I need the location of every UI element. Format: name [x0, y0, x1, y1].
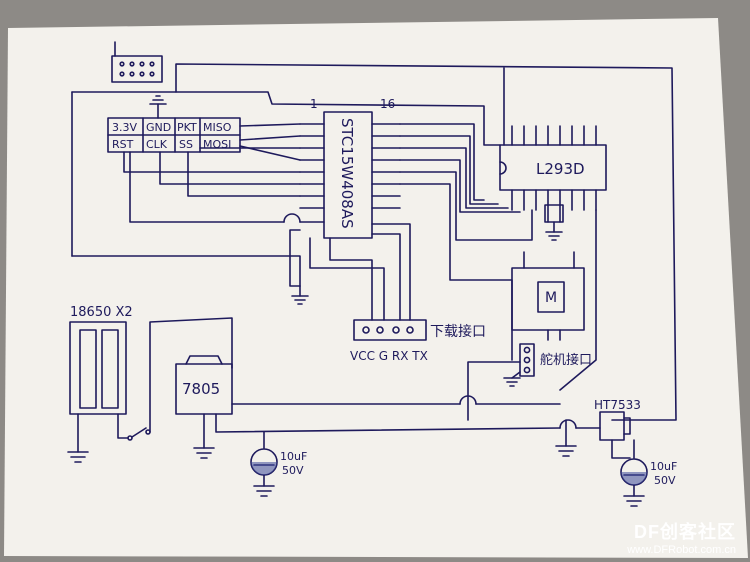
rf-mosi-label: MOSI [203, 138, 231, 151]
download-pins-label: VCC G RX TX [350, 349, 428, 363]
power-switch [117, 317, 233, 441]
driver-chip [499, 144, 607, 191]
regulator-ht7533 [555, 411, 631, 459]
servo-header [519, 343, 535, 377]
ground-symbol [291, 285, 309, 305]
ht-reg-label: HT7533 [594, 398, 641, 412]
motor-label: M [545, 290, 557, 306]
regulator-7805 [175, 355, 233, 449]
ground-symbol [545, 221, 563, 241]
ground-symbol [67, 451, 89, 463]
ground-symbol [503, 371, 521, 387]
mcu-chip [323, 111, 373, 239]
driver-label: L293D [536, 160, 585, 178]
rf-module-icon [111, 41, 163, 83]
cap1-voltage-label: 50V [282, 464, 304, 477]
regulator-label: 7805 [182, 380, 220, 398]
cap2-voltage-label: 50V [654, 474, 676, 487]
mcu-label: STC15W408AS [338, 118, 356, 229]
ground-symbol [193, 447, 215, 459]
download-header [353, 319, 427, 341]
rf-gnd-label: GND [146, 121, 171, 134]
pin-16-label: 16 [380, 97, 395, 111]
rf-rst-label: RST [112, 138, 134, 151]
rf-pkt-label: PKT [177, 121, 197, 134]
rf-miso-label: MISO [203, 121, 232, 134]
rf-33v-label: 3.3V [112, 121, 137, 134]
ground-symbol [149, 95, 167, 119]
servo-port-label: 舵机接口 [540, 352, 592, 368]
motor-block [511, 251, 585, 341]
rf-clk-label: CLK [146, 138, 168, 151]
pin-1-label: 1 [310, 97, 318, 111]
cap2-value-label: 10uF [650, 460, 677, 473]
watermark-url: www.DFRobot.com.cn [627, 544, 736, 556]
rf-ss-label: SS [179, 138, 193, 151]
rf-connector-grid [107, 117, 241, 153]
watermark-title: DF创客社区 [634, 522, 736, 542]
download-port-label: 下载接口 [430, 323, 486, 340]
cap1-value-label: 10uF [280, 450, 307, 463]
battery-holder [69, 321, 127, 415]
watermark: DF创客社区 www.DFRobot.com.cn [627, 518, 736, 556]
battery-label: 18650 X2 [70, 305, 133, 320]
